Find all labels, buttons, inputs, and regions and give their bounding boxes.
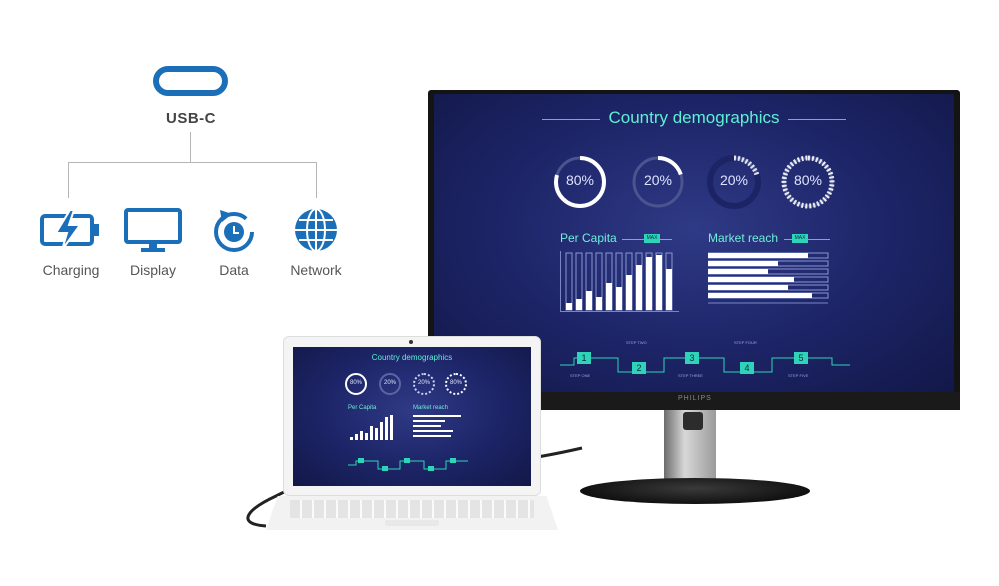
screen-title: Country demographics xyxy=(608,108,780,127)
market-reach-label: Market reach xyxy=(708,231,779,245)
tree-connector xyxy=(68,162,69,198)
brand-logo: PHILIPS xyxy=(678,395,712,402)
usb-c-port-icon xyxy=(153,66,228,96)
data-sync-icon xyxy=(208,206,268,254)
feature-label-display: Display xyxy=(130,262,176,278)
laptop-touchpad xyxy=(385,520,439,526)
step-marker: 4 xyxy=(740,362,754,374)
step-marker: 2 xyxy=(632,362,646,374)
step-caption: STEP THREE xyxy=(678,373,703,378)
monitor-chin xyxy=(428,392,960,410)
tree-connector xyxy=(316,162,317,198)
step-flow xyxy=(348,458,468,471)
step-flow: 1 2 3 4 5 STEP ONE STEP TWO STEP THREE S… xyxy=(560,334,850,380)
gauge: 20% xyxy=(379,373,401,395)
gauge-value: 80% xyxy=(349,380,362,386)
step-marker: 1 xyxy=(577,352,591,364)
feature-label-network: Network xyxy=(290,262,342,278)
step-caption: STEP FIVE xyxy=(788,373,809,378)
usb-c-label: USB-C xyxy=(166,110,216,127)
market-reach-chart xyxy=(707,251,832,309)
gauge-value: 20% xyxy=(383,380,396,386)
gauge: 80% xyxy=(780,154,836,215)
market-reach-chart xyxy=(413,415,461,437)
gauge-value: 80% xyxy=(449,380,462,386)
tree-connector xyxy=(190,132,191,162)
globe-icon xyxy=(292,206,352,254)
tree-connector xyxy=(68,162,316,163)
gauge: 20% xyxy=(413,373,435,395)
per-capita-label: Per Capita xyxy=(560,231,617,245)
laptop-screen-title: Country demographics xyxy=(371,353,453,362)
gauge: 80% xyxy=(345,373,367,395)
step-caption: STEP FOUR xyxy=(734,340,757,345)
webcam-icon xyxy=(409,340,413,344)
max-badge: MAX xyxy=(644,234,660,243)
laptop-keyboard xyxy=(290,500,534,518)
market-reach-label: Market reach xyxy=(413,405,449,411)
gauge: 80% xyxy=(445,373,467,395)
cable-hole xyxy=(683,412,703,430)
title-rule xyxy=(788,119,846,120)
gauge-value: 20% xyxy=(417,380,430,386)
per-capita-chart xyxy=(350,415,393,440)
battery-charging-icon xyxy=(40,206,100,254)
title-rule xyxy=(542,119,600,120)
gauge: 20% xyxy=(706,154,762,215)
per-capita-label: Per Capita xyxy=(348,405,377,411)
gauge-value: 80% xyxy=(565,172,595,188)
gauge: 20% xyxy=(630,154,686,215)
laptop-screen: Country demographics 80% 20% 20% 80% Per… xyxy=(293,347,531,486)
per-capita-chart xyxy=(560,251,679,312)
gauge-value: 20% xyxy=(719,172,749,188)
feature-label-data: Data xyxy=(219,262,249,278)
step-caption: STEP ONE xyxy=(570,373,591,378)
feature-label-charging: Charging xyxy=(42,262,100,278)
gauge: 80% xyxy=(552,154,608,215)
gauge-value: 20% xyxy=(643,172,673,188)
gauge-value: 80% xyxy=(793,172,823,188)
monitor-icon xyxy=(124,206,184,254)
monitor-stand-base xyxy=(580,478,810,504)
step-marker: 3 xyxy=(685,352,699,364)
step-marker: 5 xyxy=(794,352,808,364)
max-badge: MAX xyxy=(792,234,808,243)
step-caption: STEP TWO xyxy=(626,340,647,345)
